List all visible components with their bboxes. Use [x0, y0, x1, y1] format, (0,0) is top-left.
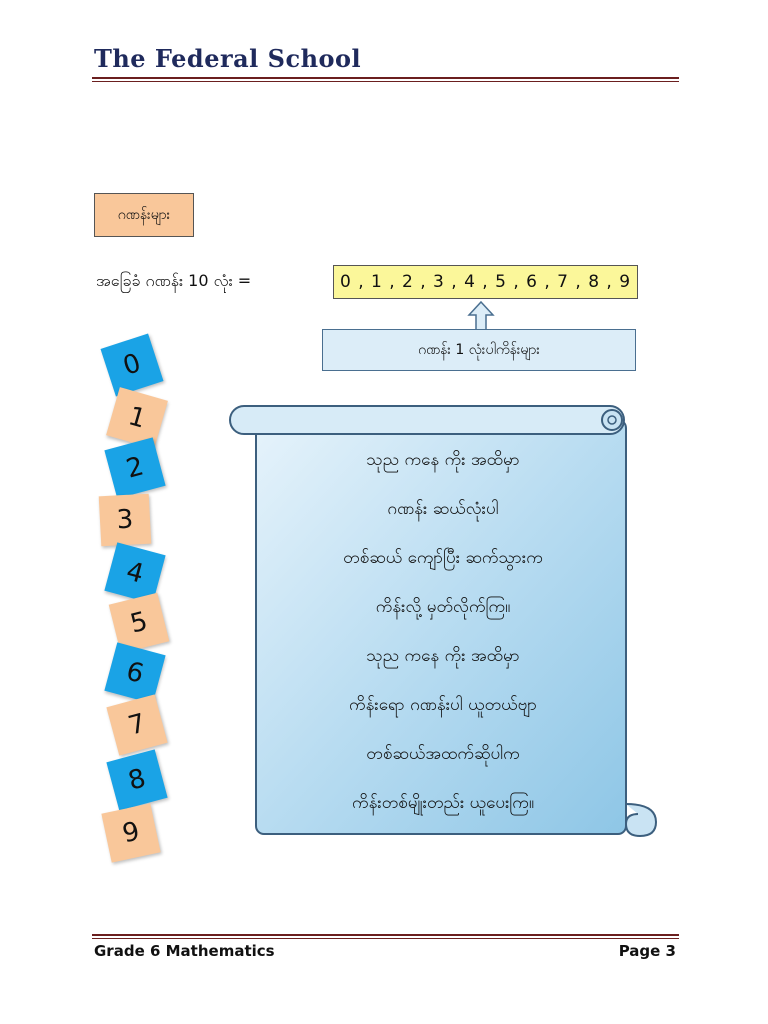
digit-tile-0: 0	[100, 333, 164, 397]
school-title: The Federal School	[94, 44, 362, 73]
poem-line: သုည ကနေ ကိုး အထိမှာ	[366, 450, 520, 470]
digit-tile-7: 7	[106, 694, 168, 756]
poem-line: သုည ကနေ ကိုး အထိမှာ	[366, 646, 520, 666]
up-arrow-icon	[467, 300, 495, 331]
footer-rule-thin	[92, 938, 679, 939]
footer-course: Grade 6 Mathematics	[94, 942, 275, 960]
single-digit-numbers-label: ဂဏန်း 1 လုံးပါကိန်းများ	[322, 329, 636, 371]
digits-box: 0 , 1 , 2 , 3 , 4 , 5 , 6 , 7 , 8 , 9	[333, 265, 638, 299]
poem-line: တစ်ဆယ် ကျော်ပြီး ဆက်သွားက	[343, 548, 543, 568]
footer-rule	[92, 934, 679, 936]
header-rule	[92, 77, 679, 79]
digit-tile-8: 8	[106, 749, 168, 811]
scroll-banner	[229, 405, 658, 838]
digit-tile-3: 3	[98, 493, 152, 547]
poem-line: ကိန်းတစ်မျိုးတည်း ယူပေးကြ။	[351, 793, 535, 813]
poem-line: ကိန်းလို့ မှတ်လိုက်ကြ။	[375, 597, 511, 617]
poem-line: တစ်ဆယ်အထက်ဆိုပါက	[366, 744, 520, 764]
poem-line: ဂဏန်း ဆယ်လုံးပါ	[387, 499, 499, 519]
poem-line: ကိန်းရော ဂဏန်းပါ ယူတယ်ဗျာ	[348, 695, 538, 715]
digit-tile-6: 6	[104, 642, 166, 704]
header-rule-thin	[92, 81, 679, 82]
section-heading: ဂဏန်းများ	[94, 193, 194, 237]
footer-page-number: Page 3	[618, 942, 676, 960]
digit-tile-2: 2	[104, 437, 166, 499]
poem: သုည ကနေ ကိုး အထိမှာ ဂဏန်း ဆယ်လုံးပါ တစ်ဆ…	[260, 436, 626, 828]
digit-tile-9: 9	[101, 803, 161, 863]
basic-digits-label: အခြေခံ ဂဏန်း 10 လုံး =	[96, 271, 252, 290]
